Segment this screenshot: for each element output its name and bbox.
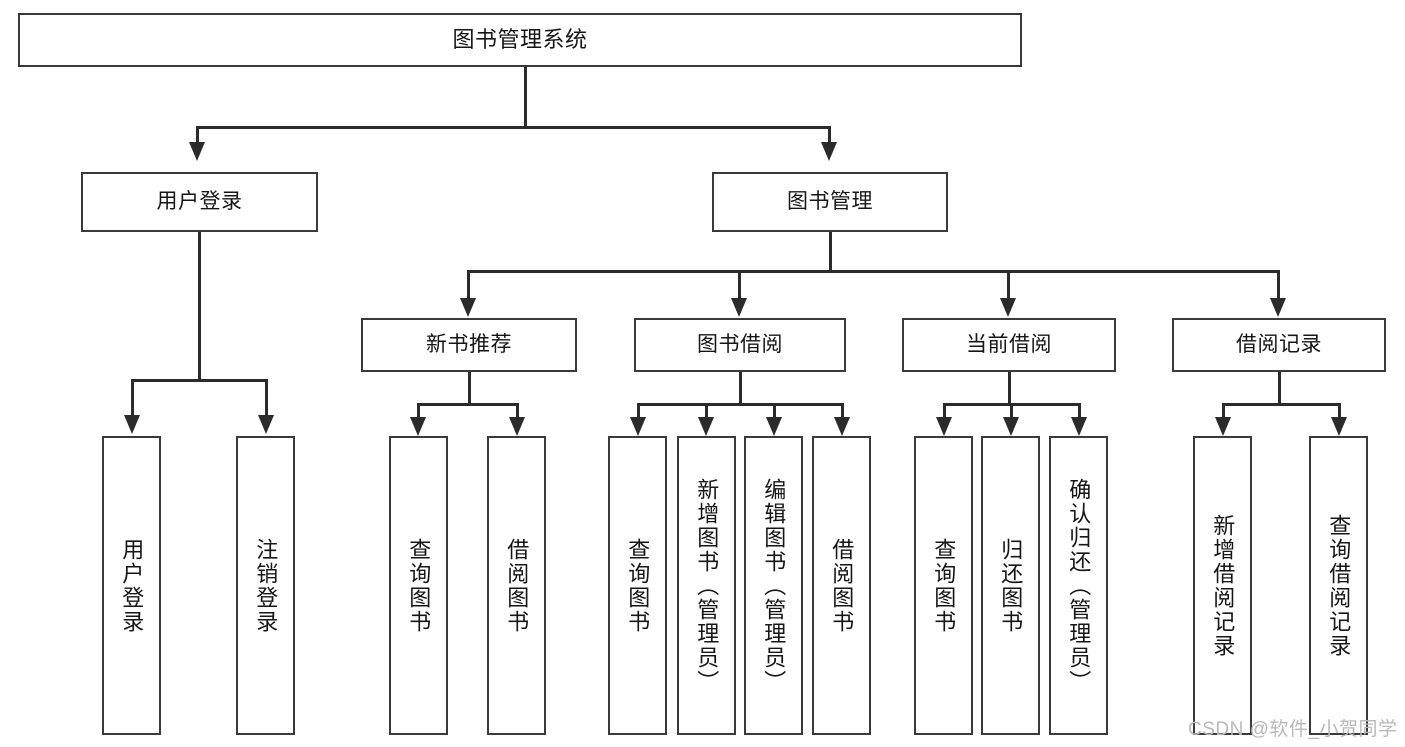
connector-borrowrecord-drop-2 <box>1338 403 1341 419</box>
leaf-query-borrow-record[interactable]: 查询借阅记录 <box>1309 436 1368 735</box>
leaf-query-book-borrow[interactable]: 查询图书 <box>608 436 667 735</box>
arrowhead-leaf-add-book <box>698 417 714 436</box>
leaf-borrow-book[interactable]: 借阅图书 <box>812 436 871 735</box>
node-label: 用户登录 <box>156 189 243 213</box>
connector-bookborrow-bar <box>637 403 843 406</box>
connector-newbook-drop-1 <box>417 403 420 419</box>
connector-borrowrecord-drop-1 <box>1222 403 1225 419</box>
leaf-label: 新增借阅记录 <box>1210 513 1236 658</box>
connector-root-bar <box>196 126 830 129</box>
node-label: 新书推荐 <box>426 332 512 356</box>
leaf-edit-book-admin[interactable]: 编辑图书（管理员） <box>744 436 803 735</box>
leaf-confirm-return-admin[interactable]: 确认归还（管理员） <box>1049 436 1108 735</box>
arrowhead-new-book-recommend <box>460 298 476 317</box>
leaf-label: 查询图书 <box>625 537 651 634</box>
connector-borrowrecord-bar <box>1222 403 1340 406</box>
leaf-label: 确认归还（管理员） <box>1066 477 1092 694</box>
leaf-user-login[interactable]: 用户登录 <box>102 436 161 735</box>
connector-book-mgmt-stem <box>829 232 832 272</box>
connector-bookmgmt-drop-2 <box>738 270 741 300</box>
leaf-query-book-recommend[interactable]: 查询图书 <box>389 436 448 735</box>
connector-root-stem <box>524 67 527 127</box>
arrowhead-book-borrow <box>731 298 747 317</box>
leaf-label: 新增图书（管理员） <box>694 477 720 694</box>
connector-bookborrow-drop-2 <box>705 403 708 419</box>
node-root-system[interactable]: 图书管理系统 <box>18 13 1022 67</box>
node-user-login[interactable]: 用户登录 <box>81 172 318 232</box>
leaf-query-book-current[interactable]: 查询图书 <box>914 436 973 735</box>
arrowhead-leaf-confirm-return <box>1071 417 1087 436</box>
node-label: 当前借阅 <box>966 332 1052 356</box>
leaf-return-book[interactable]: 归还图书 <box>981 436 1040 735</box>
connector-newbook-bar <box>417 403 519 406</box>
connector-currentborrow-drop-1 <box>943 403 946 419</box>
arrowhead-leaf-query-book-2 <box>630 417 646 436</box>
connector-currentborrow-stem <box>1008 372 1011 404</box>
connector-bookborrow-drop-4 <box>841 403 844 419</box>
arrowhead-leaf-query-book-1 <box>410 417 426 436</box>
node-borrow-record[interactable]: 借阅记录 <box>1172 318 1386 372</box>
connector-borrowrecord-stem <box>1278 372 1281 404</box>
arrowhead-leaf-return-book <box>1003 417 1019 436</box>
arrowhead-leaf-edit-book <box>766 417 782 436</box>
arrowhead-leaf-borrow-book-2 <box>834 417 850 436</box>
arrowhead-leaf-add-record <box>1215 417 1231 436</box>
connector-user-login-drop-1 <box>131 379 134 417</box>
arrowhead-user-login <box>189 142 205 161</box>
arrowhead-leaf-logout <box>258 415 274 434</box>
connector-currentborrow-drop-3 <box>1078 403 1081 419</box>
connector-currentborrow-drop-2 <box>1010 403 1013 419</box>
connector-user-login-stem <box>198 232 201 380</box>
arrowhead-leaf-query-book-3 <box>936 417 952 436</box>
connector-newbook-drop-2 <box>516 403 519 419</box>
node-label: 图书管理系统 <box>452 27 588 53</box>
connector-drop-user-login <box>196 126 199 144</box>
leaf-label: 查询借阅记录 <box>1326 513 1352 658</box>
leaf-label: 归还图书 <box>998 537 1024 634</box>
node-new-book-recommend[interactable]: 新书推荐 <box>361 318 577 372</box>
arrowhead-current-borrow <box>1000 298 1016 317</box>
leaf-label: 借阅图书 <box>504 537 530 634</box>
leaf-add-book-admin[interactable]: 新增图书（管理员） <box>677 436 736 735</box>
arrowhead-book-mgmt <box>821 142 837 161</box>
node-book-borrow[interactable]: 图书借阅 <box>634 318 846 372</box>
node-current-borrow[interactable]: 当前借阅 <box>902 318 1116 372</box>
connector-drop-book-mgmt <box>828 126 831 144</box>
arrowhead-leaf-query-record <box>1331 417 1347 436</box>
connector-bookborrow-drop-1 <box>637 403 640 419</box>
arrowhead-leaf-user-login <box>124 415 140 434</box>
connector-bookmgmt-drop-1 <box>467 270 470 300</box>
connector-user-login-bar <box>131 379 268 382</box>
connector-bookborrow-stem <box>739 372 742 404</box>
connector-bookborrow-drop-3 <box>773 403 776 419</box>
arrowhead-leaf-borrow-book-1 <box>509 417 525 436</box>
node-label: 图书借阅 <box>697 332 783 356</box>
connector-user-login-drop-2 <box>265 379 268 417</box>
connector-newbook-stem <box>468 372 471 404</box>
leaf-label: 查询图书 <box>406 537 432 634</box>
connector-book-mgmt-bar <box>467 270 1277 273</box>
connector-bookmgmt-drop-3 <box>1007 270 1010 300</box>
leaf-logout[interactable]: 注销登录 <box>236 436 295 735</box>
leaf-add-borrow-record[interactable]: 新增借阅记录 <box>1193 436 1252 735</box>
leaf-label: 借阅图书 <box>829 537 855 634</box>
node-book-management[interactable]: 图书管理 <box>712 172 948 232</box>
connector-bookmgmt-drop-4 <box>1277 270 1280 300</box>
arrowhead-borrow-record <box>1270 298 1286 317</box>
leaf-label: 注销登录 <box>253 537 279 634</box>
node-label: 图书管理 <box>787 189 873 213</box>
node-label: 借阅记录 <box>1236 332 1322 356</box>
leaf-label: 编辑图书（管理员） <box>761 477 787 694</box>
leaf-borrow-book-recommend[interactable]: 借阅图书 <box>487 436 546 735</box>
leaf-label: 查询图书 <box>931 537 957 634</box>
leaf-label: 用户登录 <box>119 537 145 634</box>
